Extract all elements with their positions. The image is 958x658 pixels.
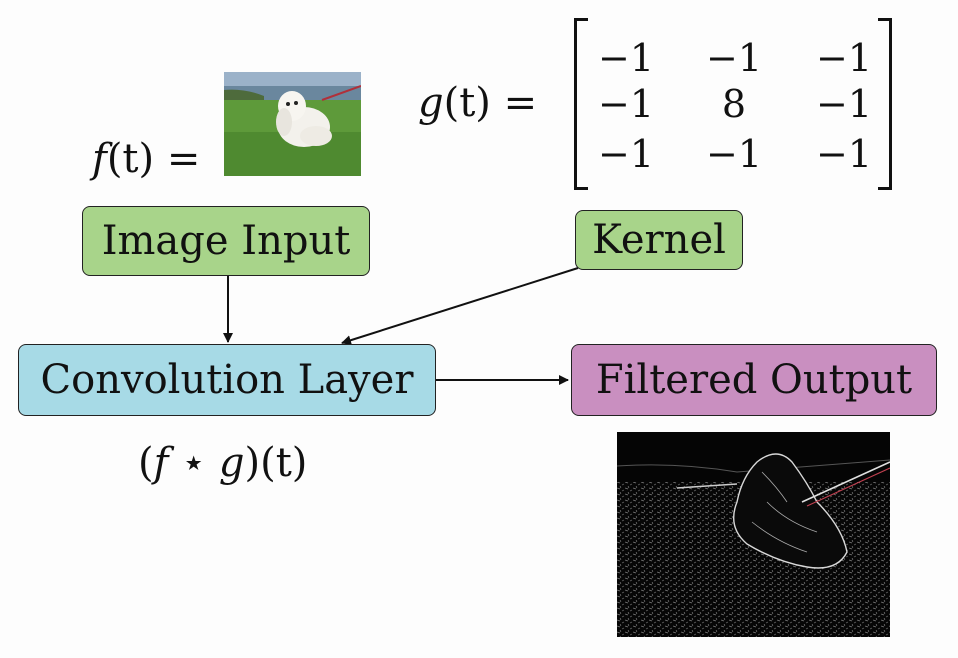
matrix-cell: −1	[815, 82, 873, 126]
kernel-equation: g(t) =	[418, 80, 537, 126]
convolution-layer-node: Convolution Layer	[18, 344, 436, 416]
arrow-kernel-to-conv	[341, 267, 579, 346]
kernel-label: Kernel	[592, 217, 726, 263]
input-equals: =	[166, 136, 201, 182]
matrix-cell: −1	[705, 36, 763, 80]
matrix-cell: −1	[597, 82, 655, 126]
input-equation: f(t) =	[92, 136, 200, 182]
paren-close-arg: )(t)	[244, 440, 308, 486]
input-function-symbol: f	[92, 136, 107, 182]
kernel-function-symbol: g	[418, 80, 444, 126]
kernel-function-arg: (t)	[443, 80, 491, 126]
filtered-output-node: Filtered Output	[571, 344, 937, 416]
kernel-node: Kernel	[575, 210, 743, 270]
matrix-left-bracket	[574, 18, 588, 190]
formula-g: g	[218, 440, 245, 486]
matrix-cell: −1	[705, 132, 763, 176]
matrix-cell: −1	[597, 132, 655, 176]
convolution-formula: (f ⋆ g)(t)	[138, 440, 307, 486]
input-dog-image	[224, 72, 361, 176]
paren-open: (	[138, 440, 154, 486]
matrix-cell: −1	[597, 36, 655, 80]
image-input-label: Image Input	[101, 218, 351, 264]
filtered-output-label: Filtered Output	[595, 357, 913, 403]
image-input-node: Image Input	[82, 206, 370, 276]
input-function-arg: (t)	[106, 136, 155, 182]
matrix-cell: −1	[815, 36, 873, 80]
matrix-cell: 8	[721, 82, 747, 126]
filtered-output-image	[617, 432, 890, 637]
matrix-right-bracket	[878, 18, 892, 190]
star-operator: ⋆	[168, 440, 219, 486]
convolution-layer-label: Convolution Layer	[40, 357, 414, 403]
kernel-equals: =	[503, 80, 538, 126]
formula-f: f	[153, 440, 169, 486]
matrix-cell: −1	[815, 132, 873, 176]
kernel-matrix: −1 −1 −1 −1 8 −1 −1 −1 −1	[574, 18, 892, 190]
